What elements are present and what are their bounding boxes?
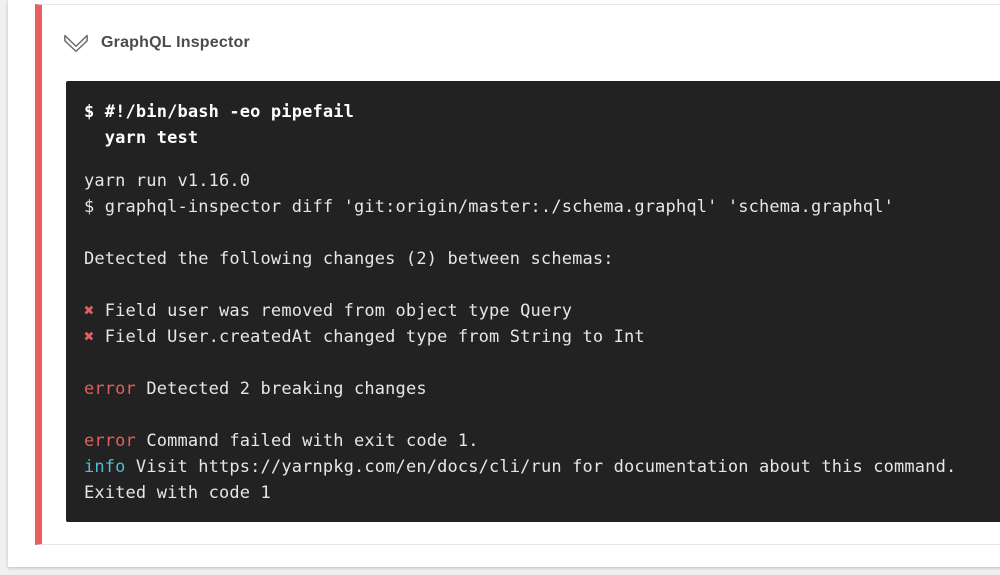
terminal-output: $ #!/bin/bash -eo pipefail yarn test yar… (66, 81, 1000, 522)
terminal-line: error Detected 2 breaking changes (84, 379, 427, 399)
step-card-graphql-inspector: GraphQL Inspector $ #!/bin/bash -eo pipe… (35, 4, 1000, 545)
terminal-line (84, 402, 1000, 428)
terminal-line (84, 350, 1000, 376)
terminal-line: ✖ Field User.createdAt changed type from… (84, 327, 645, 347)
step-title: GraphQL Inspector (101, 34, 250, 51)
terminal-line: ✖ Field user was removed from object typ… (84, 301, 573, 321)
terminal-line: yarn test (84, 128, 199, 148)
step-header[interactable]: GraphQL Inspector (42, 5, 1000, 81)
double-chevron-down-icon[interactable] (61, 30, 91, 56)
terminal-line: info Visit https://yarnpkg.com/en/docs/c… (84, 457, 957, 477)
terminal-line: yarn run v1.16.0 (84, 171, 251, 191)
terminal-line: error Command failed with exit code 1. (84, 431, 479, 451)
terminal-line: Exited with code 1 (84, 483, 271, 503)
terminal-line: $ graphql-inspector diff 'git:origin/mas… (84, 197, 895, 217)
terminal-command-block: $ #!/bin/bash -eo pipefail yarn test (84, 99, 1000, 151)
terminal-line (84, 272, 1000, 298)
terminal-line: $ #!/bin/bash -eo pipefail (84, 102, 355, 122)
terminal-output-block: yarn run v1.16.0 $ graphql-inspector diff… (84, 168, 1000, 506)
terminal-line: Detected the following changes (2) betwe… (84, 249, 614, 269)
terminal-line (84, 220, 1000, 246)
build-output-panel: GraphQL Inspector $ #!/bin/bash -eo pipe… (8, 0, 1000, 567)
